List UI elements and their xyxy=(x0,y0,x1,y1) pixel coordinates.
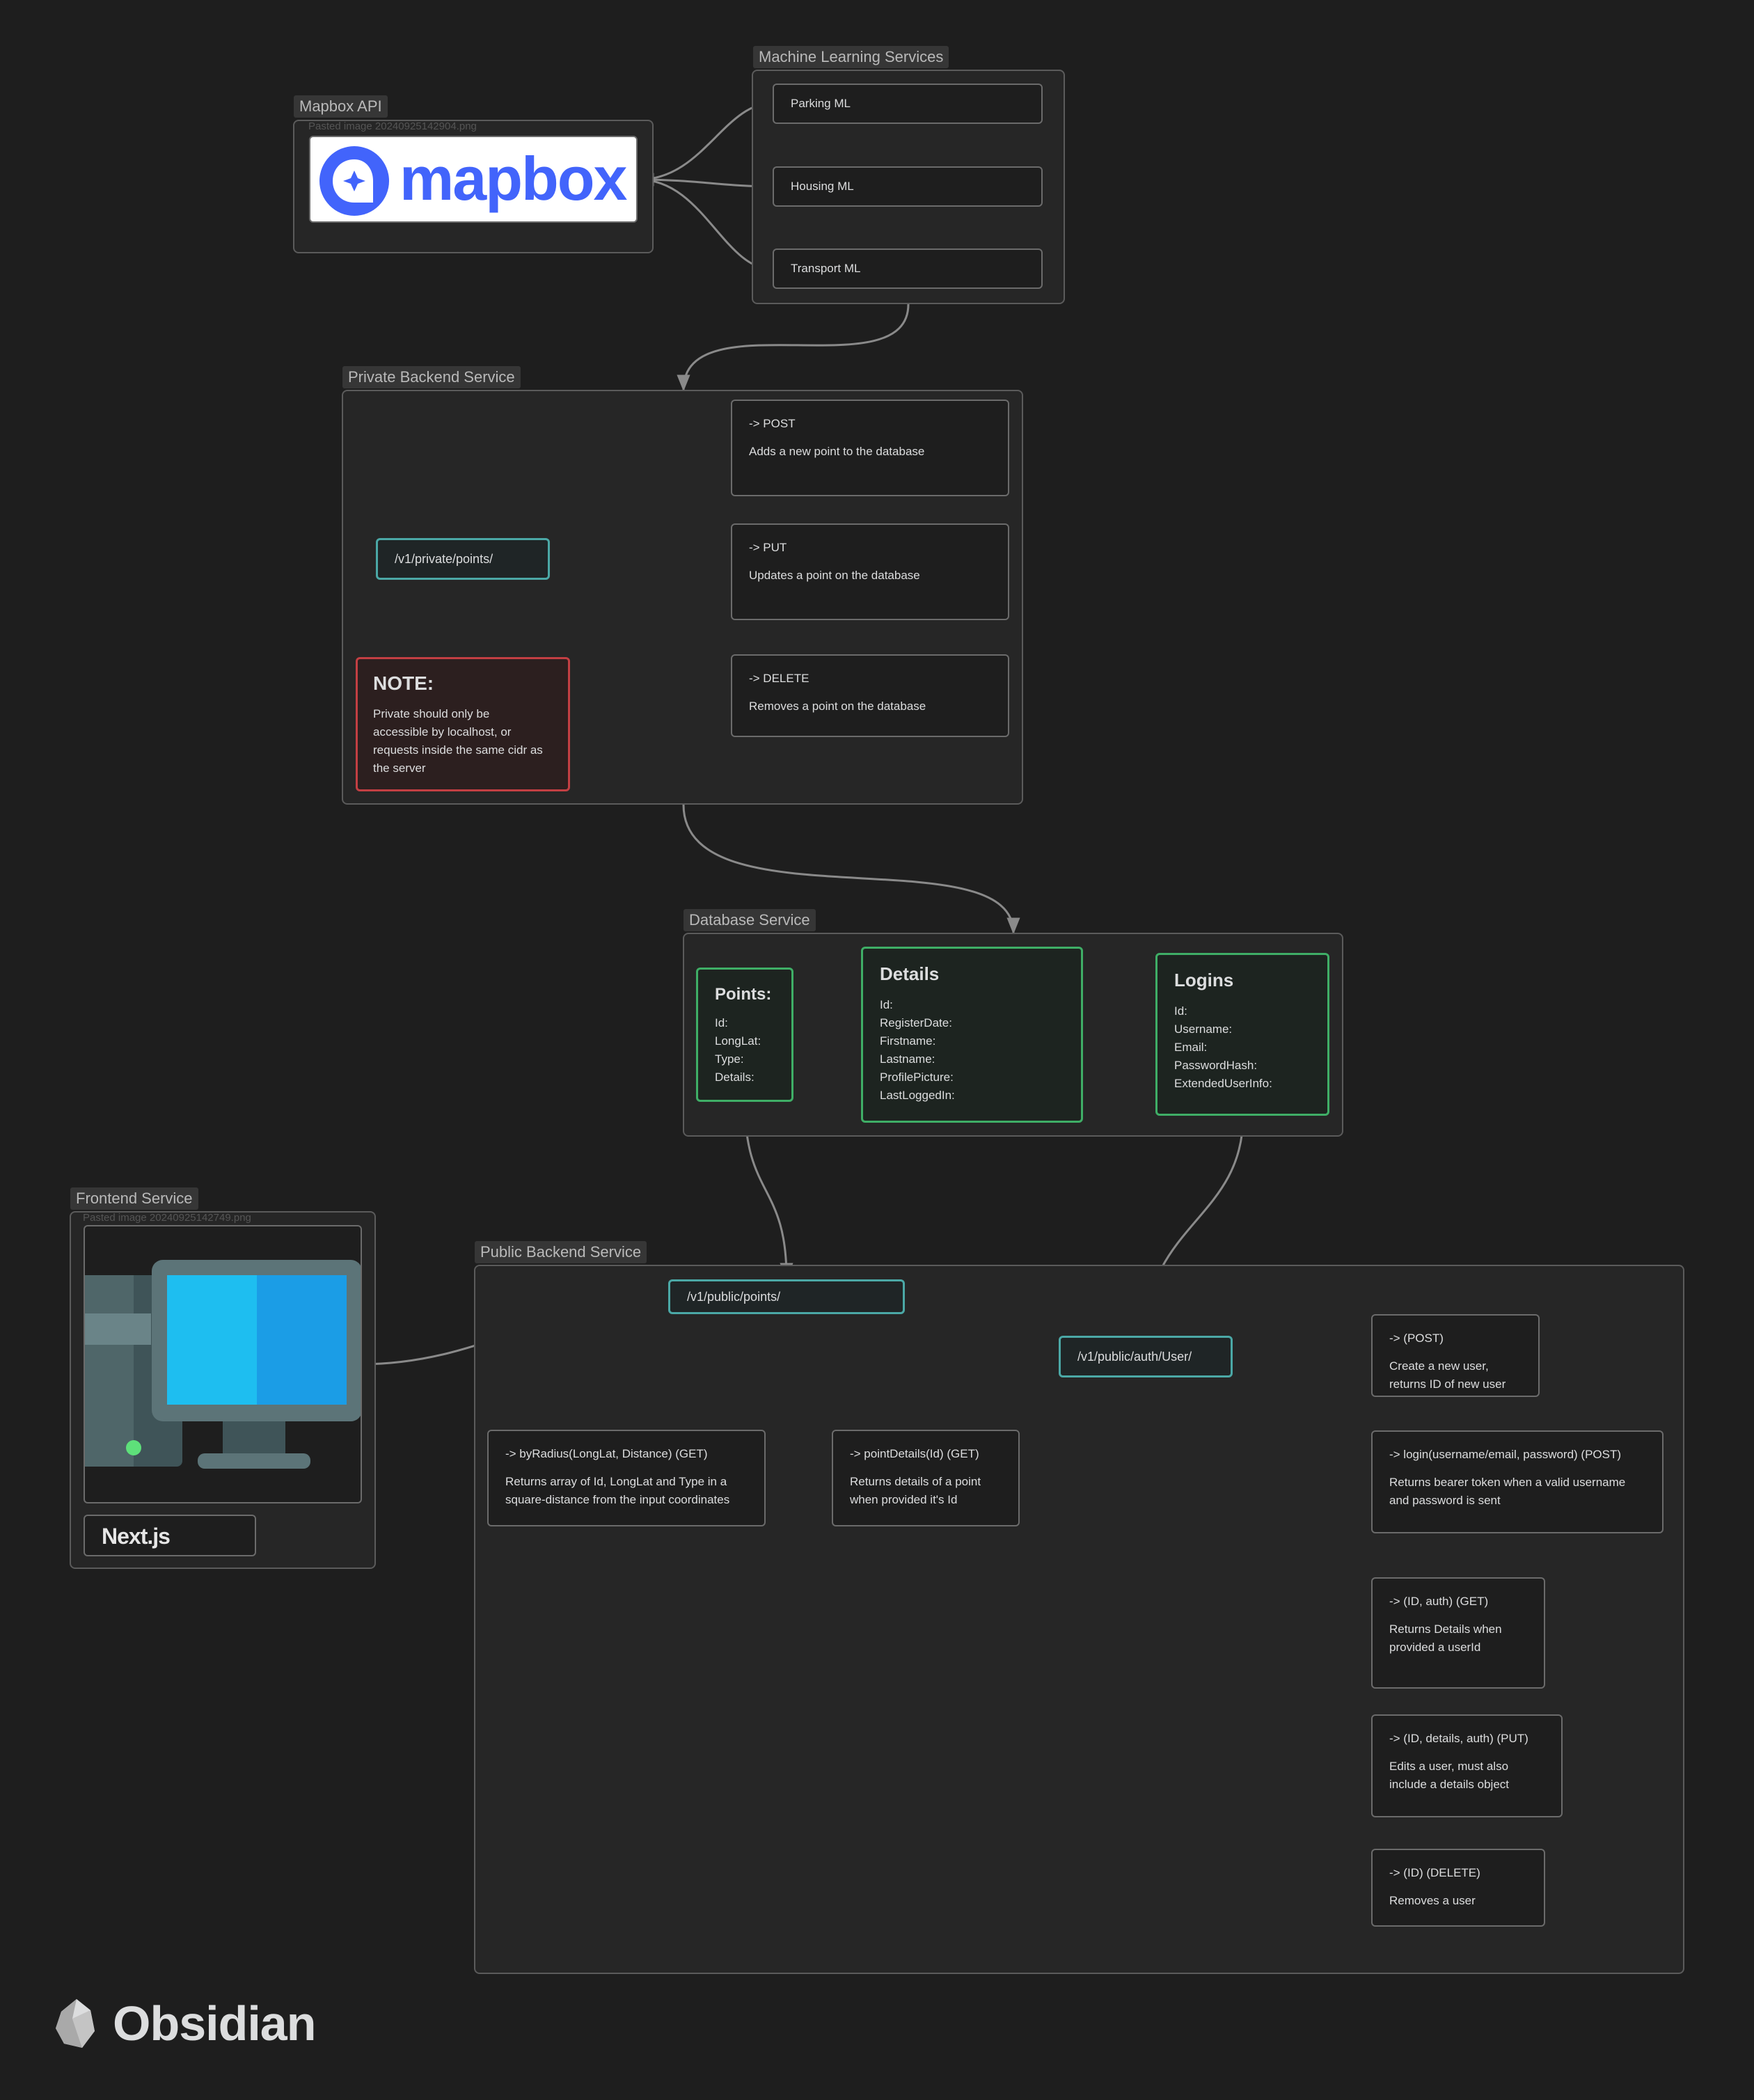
group-label-ml: Machine Learning Services xyxy=(753,46,949,68)
put-user-node[interactable]: -> (ID, details, auth) (PUT) Edits a use… xyxy=(1371,1714,1563,1817)
group-label-private-backend: Private Backend Service xyxy=(342,366,521,388)
login-node[interactable]: -> login(username/email, password) (POST… xyxy=(1371,1430,1664,1533)
mapbox-image-filename: Pasted image 20240925142904.png xyxy=(308,120,477,132)
desktop-computer-image[interactable] xyxy=(84,1225,362,1503)
private-points-endpoint[interactable]: /v1/private/points/ xyxy=(376,538,550,580)
get-user-node[interactable]: -> (ID, auth) (GET) Returns Details when… xyxy=(1371,1577,1545,1689)
points-table-node[interactable]: Points: Id: LongLat: Type: Details: xyxy=(696,968,793,1102)
housing-ml-node[interactable]: Housing ML xyxy=(773,166,1043,207)
public-user-endpoint[interactable]: /v1/public/auth/User/ xyxy=(1059,1336,1233,1377)
details-table-node[interactable]: Details Id: RegisterDate: Firstname: Las… xyxy=(861,947,1083,1123)
logins-table-node[interactable]: Logins Id: Username: Email: PasswordHash… xyxy=(1155,953,1329,1116)
obsidian-logo-icon xyxy=(56,1999,95,2048)
group-label-frontend: Frontend Service xyxy=(70,1187,198,1210)
group-label-mapbox: Mapbox API xyxy=(294,95,388,118)
by-radius-node[interactable]: -> byRadius(LongLat, Distance) (GET) Ret… xyxy=(487,1430,766,1526)
group-label-public-backend: Public Backend Service xyxy=(475,1241,647,1263)
delete-user-node[interactable]: -> (ID) (DELETE) Removes a user xyxy=(1371,1849,1545,1927)
group-label-database: Database Service xyxy=(684,909,816,931)
point-details-node[interactable]: -> pointDetails(Id) (GET) Returns detail… xyxy=(832,1430,1020,1526)
parking-ml-node[interactable]: Parking ML xyxy=(773,84,1043,124)
public-points-endpoint[interactable]: /v1/public/points/ xyxy=(668,1279,905,1314)
mapbox-logo-image[interactable]: mapbox xyxy=(309,136,638,223)
nextjs-logo-image[interactable]: Next.js xyxy=(84,1515,256,1556)
create-user-node[interactable]: -> (POST) Create a new user, returns ID … xyxy=(1371,1314,1540,1397)
obsidian-wordmark: Obsidian xyxy=(113,1996,316,2051)
frontend-image-filename: Pasted image 20240925142749.png xyxy=(83,1212,251,1224)
edge-ml-private xyxy=(677,303,910,392)
nextjs-logo-text: Next.js xyxy=(102,1524,171,1549)
mapbox-logo-icon xyxy=(319,146,389,216)
private-note-node[interactable]: NOTE: Private should only be accessible … xyxy=(356,657,570,791)
transport-ml-node[interactable]: Transport ML xyxy=(773,248,1043,289)
obsidian-watermark: Obsidian xyxy=(54,1994,347,2053)
desktop-computer-icon xyxy=(85,1260,361,1469)
mapbox-logo-text: mapbox xyxy=(400,144,627,213)
